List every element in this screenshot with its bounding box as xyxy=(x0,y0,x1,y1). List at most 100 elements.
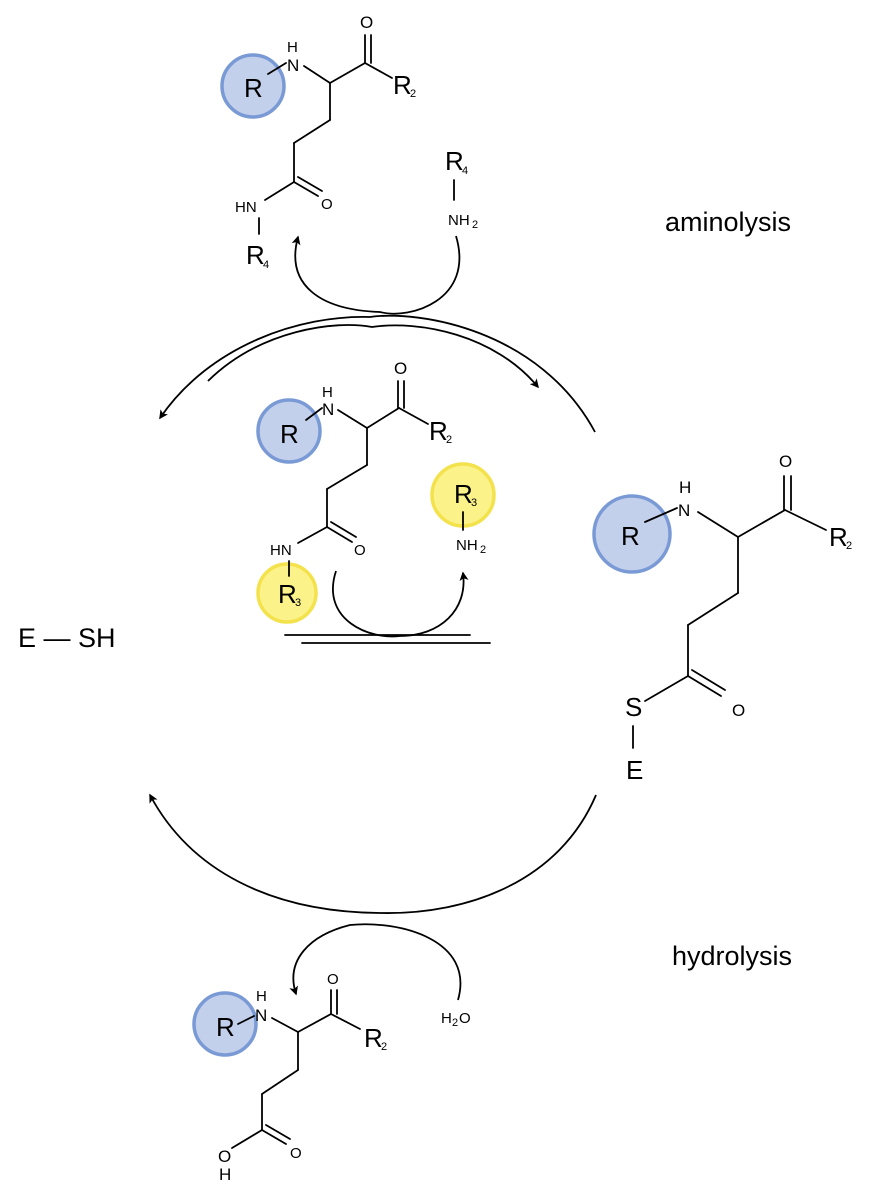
o-atom: O xyxy=(321,196,333,213)
bond xyxy=(784,509,827,531)
bond xyxy=(737,509,786,538)
h2o-o: O xyxy=(459,1010,471,1027)
aminolysis-label: aminolysis xyxy=(665,207,791,237)
n-atom: N xyxy=(322,400,334,419)
oh-oxygen: O xyxy=(218,1147,231,1166)
nh2-atom: NH xyxy=(456,537,478,554)
h2o-h: H xyxy=(441,1010,452,1027)
bond xyxy=(326,526,353,543)
o-atom: O xyxy=(354,542,366,559)
r4-subscript: 4 xyxy=(462,165,468,177)
r-atom: R xyxy=(280,419,299,449)
bond xyxy=(644,675,689,702)
water-reagent: H 2 O xyxy=(441,1010,471,1029)
r-group-circle-blue xyxy=(256,398,322,464)
bond xyxy=(303,65,331,84)
n-atom: N xyxy=(287,56,299,75)
bond xyxy=(267,62,287,75)
hydrolysis-product: R H N O R 2 O O H xyxy=(192,971,387,1184)
bond xyxy=(265,1124,291,1140)
h-atom: H xyxy=(679,478,691,497)
o-atom: O xyxy=(394,359,407,378)
substrate-molecule: R H N O R 2 O HN R 3 xyxy=(256,359,452,624)
hydrolysis-label: hydrolysis xyxy=(672,941,792,971)
r-atom: R xyxy=(621,521,640,551)
bond xyxy=(398,407,429,425)
bond xyxy=(687,675,722,697)
bond xyxy=(231,1129,263,1149)
r4-atom: R xyxy=(246,240,265,270)
bond xyxy=(297,526,328,544)
nh2-atom: NH xyxy=(448,212,470,229)
bond xyxy=(687,592,739,626)
released-amine: R 3 NH 2 xyxy=(430,462,496,556)
r-atom: R xyxy=(216,1012,235,1042)
upper-outer-arc-arrow xyxy=(159,314,596,433)
bond xyxy=(305,407,323,421)
h-atom: H xyxy=(256,988,267,1005)
o-atom: O xyxy=(290,1145,302,1162)
bond xyxy=(644,507,678,523)
nh2-subscript: 2 xyxy=(480,544,486,556)
r2-atom: R xyxy=(364,1023,383,1053)
o-atom: O xyxy=(360,13,373,32)
acyl-enzyme-intermediate: R H N O R 2 O S E xyxy=(592,452,852,785)
n-atom: N xyxy=(678,501,690,520)
aminolysis-curved-arrow xyxy=(291,235,461,315)
r3-atom: R xyxy=(278,579,297,609)
r2-subscript: 2 xyxy=(846,540,852,552)
bond xyxy=(691,669,726,691)
bond xyxy=(297,176,323,192)
enzyme-label: E — SH xyxy=(18,623,116,653)
aminolysis-product: R H N O R 2 O HN R 4 xyxy=(220,13,416,271)
bond xyxy=(271,1017,299,1033)
bond xyxy=(297,1013,332,1033)
r3-group-circle-yellow xyxy=(256,562,318,624)
bond xyxy=(697,511,739,538)
r4-atom: R xyxy=(445,146,464,176)
bond xyxy=(366,407,400,429)
lower-arc-arrow xyxy=(149,793,597,914)
e-atom: E xyxy=(626,755,643,785)
bond xyxy=(261,1129,287,1145)
r4-subscript: 4 xyxy=(263,259,269,271)
o-atom: O xyxy=(327,971,339,988)
r-atom: R xyxy=(244,73,263,103)
r-group-circle-blue xyxy=(220,53,286,119)
r3-atom: R xyxy=(454,479,473,509)
r2-atom: R xyxy=(429,416,448,446)
hydrolysis-curved-arrow xyxy=(289,923,462,1001)
bond xyxy=(293,181,319,197)
bond xyxy=(237,1015,255,1025)
r3-subscript: 3 xyxy=(295,597,301,609)
r2-atom: R xyxy=(393,70,412,100)
oh-hydrogen: H xyxy=(219,1165,231,1184)
bond xyxy=(326,464,368,490)
r3-subscript: 3 xyxy=(471,497,477,509)
bond xyxy=(364,62,393,79)
r2-subscript: 2 xyxy=(381,1041,387,1053)
upper-inner-arc-arrow xyxy=(207,324,539,389)
bond xyxy=(330,1013,361,1030)
r-group-circle-blue xyxy=(192,991,258,1057)
r-group-circle-blue xyxy=(592,494,672,574)
amine-reagent: R 4 NH 2 xyxy=(445,146,478,231)
s-atom: S xyxy=(625,692,642,722)
bond xyxy=(329,62,366,84)
bond xyxy=(330,521,357,538)
r2-subscript: 2 xyxy=(410,88,416,100)
h-atom: H xyxy=(287,39,298,56)
bond xyxy=(264,181,295,201)
h-atom: H xyxy=(322,384,333,401)
bond xyxy=(261,1069,299,1095)
n-atom: N xyxy=(255,1006,267,1025)
nh2-subscript: 2 xyxy=(472,219,478,231)
hn-atom: HN xyxy=(235,199,257,216)
r2-atom: R xyxy=(829,522,848,552)
acylation-curved-arrow xyxy=(332,570,469,638)
h2o-subscript: 2 xyxy=(452,1017,458,1029)
o-atom: O xyxy=(732,701,745,720)
bond xyxy=(293,119,331,144)
